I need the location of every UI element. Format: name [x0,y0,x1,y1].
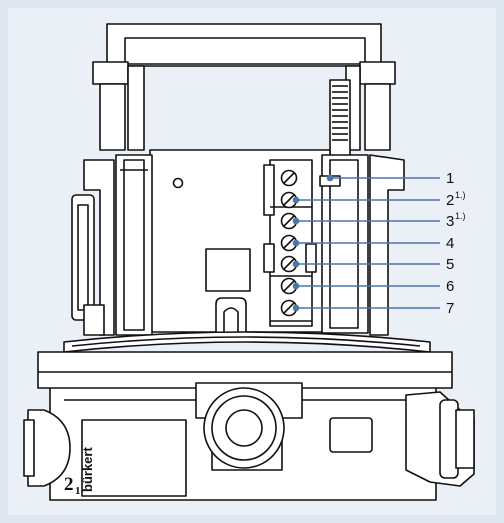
terminal-label-3: 3 [446,213,454,230]
leader-dot-3 [292,217,300,225]
leader-lines [292,174,440,312]
leader-dot-4 [292,239,300,247]
terminal-screw-2 [280,191,298,209]
terminal-label-5: 5 [446,256,454,273]
terminal-label-7: 7 [446,300,454,317]
terminal-label-2: 2 [446,192,454,209]
leader-dot-2 [292,196,300,204]
right-fitting [405,391,475,487]
right-bracket [319,154,405,336]
terminal-screw-3 [280,212,298,230]
terminal-screw-1 [280,169,298,187]
terminal-screws [280,169,298,317]
marking-main: 2 [64,474,74,495]
leader-dot-7 [292,304,300,312]
marking-sub: 1 [75,485,81,497]
leader-dot-5 [292,260,300,268]
terminal-note-2: 1.) [455,190,466,200]
top-cover [92,23,396,171]
left-bracket [83,154,153,336]
terminal-label-1: 1 [446,170,454,187]
terminal-label-6: 6 [446,278,454,295]
leader-dot-6 [292,282,300,290]
central-cable-gland [195,382,303,471]
brand-logo: bürkert [80,447,95,492]
leader-dot-1 [326,174,334,182]
left-cable-gland [71,194,105,336]
terminal-label-4: 4 [446,235,454,252]
terminal-labels: 1 2 1.) 3 1.) 4 5 6 7 [446,170,466,317]
left-connector [23,409,71,487]
housing-marking: 2 1 bürkert [64,447,95,497]
terminal-note-3: 1.) [455,211,466,221]
